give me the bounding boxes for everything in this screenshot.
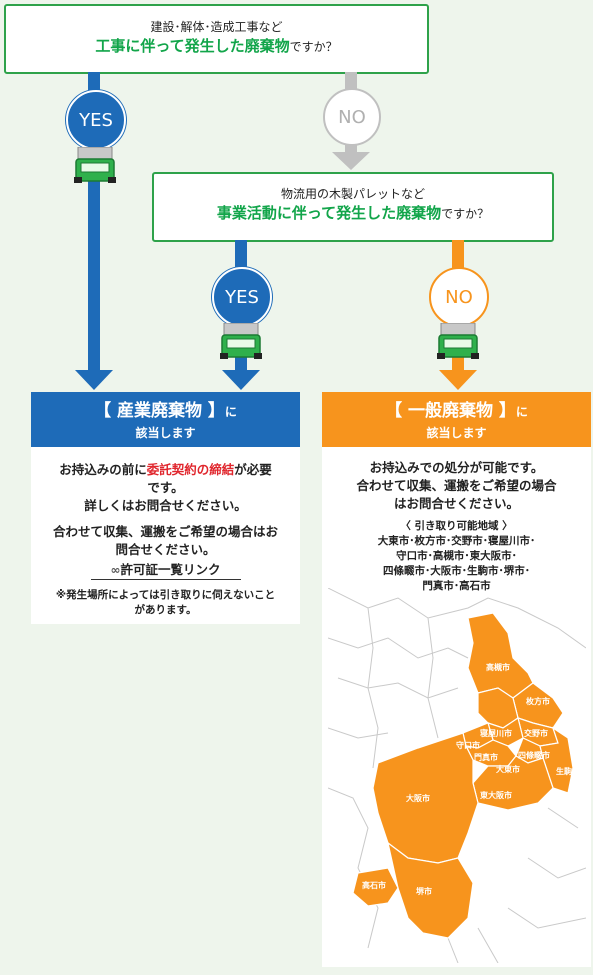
truck-icon	[437, 323, 479, 359]
industrial-note: ※発生場所によっては引き取りに伺えないことがあります。	[55, 589, 276, 616]
map-label-osaka: 大阪市	[406, 793, 430, 803]
question-1-main: 工事に伴って発生した廃棄物ですか？	[6, 35, 427, 58]
industrial-text-3: 合わせて収集、運搬をご希望の場合はお問合せください。	[53, 524, 279, 557]
permit-list-link[interactable]: ∞許可証一覧リンク	[90, 561, 241, 580]
question-1-box: 建設･解体･造成工事など 工事に伴って発生した廃棄物ですか？	[4, 4, 429, 74]
general-waste-panel: 【 一般廃棄物 】に 該当します お持込みでの処分が可能です。 合わせて収集、運…	[322, 392, 591, 967]
question-2-line1: 物流用の木製パレットなど	[280, 187, 425, 201]
map-label-ikoma: 生駒市	[556, 766, 580, 776]
no-circle-1: NO	[323, 88, 381, 146]
yes-arrow-head-2	[222, 370, 260, 390]
map-label-kadoma: 門真市	[474, 752, 498, 762]
no-circle-2: NO	[429, 267, 489, 327]
permit-list-link-label: 許可証一覧リンク	[120, 562, 221, 577]
industrial-text-2: 詳しくはお問合せください。	[84, 498, 247, 513]
yes-label-2: YES	[225, 286, 259, 308]
general-text-2: 合わせて収集、運搬をご希望の場合はお問合せください。	[356, 478, 557, 511]
general-waste-subtitle: 該当します	[426, 426, 487, 440]
area-line: 守口市･高槻市･東大阪市･	[396, 550, 517, 562]
map-label-sakai: 堺市	[416, 886, 432, 896]
general-text-1: お持込みでの処分が可能です。	[369, 460, 544, 475]
question-2-highlight: 事業活動に伴って発生した廃棄物	[216, 204, 442, 222]
area-line: 門真市･高石市	[422, 580, 491, 592]
industrial-waste-header: 【 産業廃棄物 】に 該当します	[31, 392, 300, 447]
yes-circle-2: YES	[212, 267, 272, 327]
yes-circle-1: YES	[66, 90, 126, 150]
link-icon: ∞	[110, 563, 121, 577]
contract-highlight: 委託契約の締結	[146, 462, 235, 477]
question-1-highlight: 工事に伴って発生した廃棄物	[95, 37, 290, 55]
question-2-main: 事業活動に伴って発生した廃棄物ですか？	[154, 202, 552, 225]
map-label-hirakata: 枚方市	[525, 696, 550, 706]
industrial-waste-title: 【 産業廃棄物 】に	[31, 392, 300, 425]
map-label-neyagawa: 寝屋川市	[479, 728, 512, 738]
no-label-1: NO	[338, 106, 366, 128]
service-area-map: 高槻市 枚方市 寝屋川市 交野市 守口市 門真市 四條畷市 大東市 生駒市 大阪…	[328, 588, 586, 963]
question-1-line1: 建設･解体･造成工事など	[150, 20, 283, 34]
truck-icon	[74, 147, 116, 183]
general-waste-header: 【 一般廃棄物 】に 該当します	[322, 392, 591, 447]
industrial-text-1b: が必要です。	[147, 462, 272, 495]
map-label-moriguchi: 守口市	[456, 740, 480, 750]
no-arrow-head-1	[332, 152, 370, 170]
question-2-box: 物流用の木製パレットなど 事業活動に伴って発生した廃棄物ですか？	[152, 172, 554, 242]
question-1-suffix: ですか？	[289, 40, 338, 54]
industrial-title-suffix: に	[224, 405, 237, 419]
industrial-waste-panel: 【 産業廃棄物 】に 該当します お持込みの前に委託契約の締結が必要です。 詳し…	[31, 392, 300, 624]
map-label-shijonawate: 四條畷市	[518, 750, 550, 760]
no-arrow-head-2	[439, 370, 477, 390]
yes-arrow-head-1	[75, 370, 113, 390]
map-label-higashiosaka: 東大阪市	[480, 790, 512, 800]
map-label-daito: 大東市	[496, 764, 520, 774]
map-label-takatsuki: 高槻市	[486, 662, 510, 672]
area-line: 四條畷市･大阪市･生駒市･堺市･	[383, 565, 530, 577]
general-title-suffix: に	[515, 405, 528, 419]
map-label-takaishi: 高石市	[362, 880, 386, 890]
general-title-main: 【 一般廃棄物 】	[385, 401, 516, 421]
industrial-text-1: お持込みの前に委託契約の締結が必要です。	[53, 461, 278, 497]
truck-icon	[220, 323, 262, 359]
area-line: 大東市･枚方市･交野市･寝屋川市･	[377, 535, 536, 547]
industrial-title-main: 【 産業廃棄物 】	[94, 401, 225, 421]
question-2-suffix: ですか？	[441, 207, 490, 221]
industrial-waste-subtitle: 該当します	[135, 426, 196, 440]
area-heading: 〈 引き取り可能地域 〉	[400, 520, 513, 532]
yes-label-1: YES	[79, 109, 113, 131]
general-waste-title: 【 一般廃棄物 】に	[322, 392, 591, 425]
map-label-katano: 交野市	[524, 728, 548, 738]
no-label-2: NO	[445, 286, 473, 308]
industrial-text-1a: お持込みの前に	[59, 462, 147, 477]
